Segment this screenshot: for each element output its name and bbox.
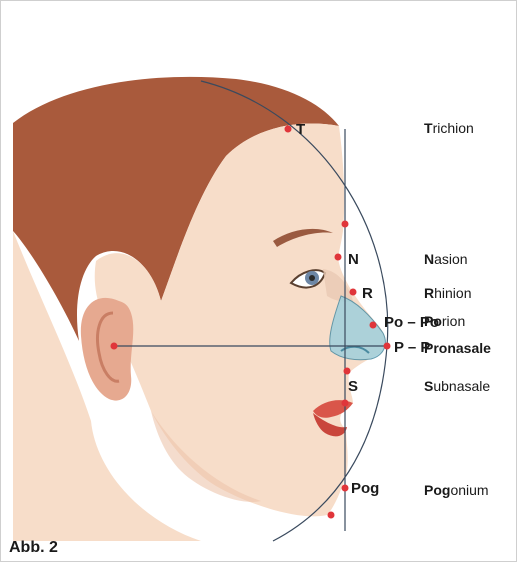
point-forehead-crossing	[342, 221, 349, 228]
label-N: N	[348, 251, 359, 268]
point-pogonium	[342, 485, 349, 492]
point-nasion	[335, 254, 342, 261]
point-nasal-dorsum	[370, 322, 377, 329]
label-T: T	[296, 121, 305, 138]
nasal-cartilage	[330, 296, 386, 360]
legend-subnasale: Subnasale	[424, 378, 490, 394]
legend-nasion: Nasion	[424, 251, 468, 267]
pupil	[309, 275, 315, 281]
figure-caption: Abb. 2	[9, 539, 58, 557]
point-trichion	[285, 126, 292, 133]
point-lip	[342, 400, 349, 407]
label-Pog: Pog	[351, 480, 379, 497]
point-subnasale	[344, 368, 351, 375]
legend-pronasale: Pronasale	[424, 340, 491, 356]
legend-porion: Porion	[424, 313, 465, 329]
legend-rhinion: Rhinion	[424, 285, 472, 301]
label-S: S	[348, 378, 358, 395]
point-pronasale	[384, 343, 391, 350]
legend-pogonium: Pogonium	[424, 482, 489, 498]
point-rhinion	[350, 289, 357, 296]
legend-trichion: Trichion	[424, 120, 474, 136]
point-chin-base	[328, 512, 335, 519]
point-porion	[111, 343, 118, 350]
label-R: R	[362, 285, 373, 302]
